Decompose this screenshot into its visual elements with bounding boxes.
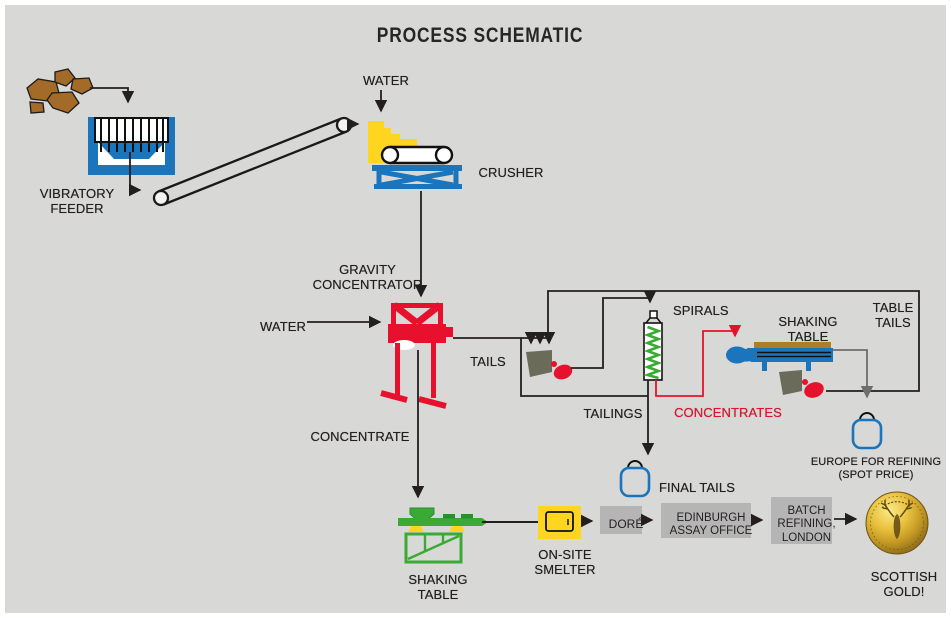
shaking-table-lower-icon [398, 507, 488, 564]
label-water-top: WATER [363, 73, 409, 88]
label-europe-refining: EUROPE FOR REFINING (SPOT PRICE) [810, 456, 942, 481]
label-shaking-table-upper: SHAKING TABLE [778, 314, 838, 345]
label-concentrate: CONCENTRATE [310, 429, 410, 444]
feed-sump-icon [526, 350, 552, 377]
final-tails-bag-icon [619, 460, 651, 498]
feeder-to-conveyor-arrow [128, 152, 142, 197]
table-tails-recycle-line [547, 290, 920, 392]
label-edinburgh-assay-office: EDINBURGH ASSAY OFFICE [669, 512, 753, 538]
sump-feed-arrows [524, 331, 556, 345]
crusher-icon [368, 121, 462, 189]
stag-icon [880, 500, 914, 540]
label-onsite-smelter: ON-SITE SMELTER [534, 547, 596, 578]
label-concentrates: CONCENTRATES [674, 405, 782, 420]
label-gravity-concentrator: GRAVITY CONCENTRATOR [312, 262, 423, 293]
pump-to-spirals-line [571, 297, 650, 369]
label-final-tails: FINAL TAILS [659, 480, 735, 495]
label-vibratory-feeder: VIBRATORY FEEDER [39, 186, 115, 217]
europe-bag-icon [851, 412, 883, 450]
label-spirals: SPIRALS [673, 303, 729, 318]
label-batch-refining-london: BATCH REFINING, LONDON [777, 505, 836, 544]
ore-to-feeder-arrow [90, 87, 135, 104]
page-title: PROCESS SCHEMATIC [376, 24, 584, 47]
diagram-artwork [26, 68, 929, 564]
ore-rocks-icon [26, 68, 94, 114]
label-dore: DORÉ [608, 517, 644, 531]
batch-refining-box [771, 497, 832, 544]
box-chain-arrows [580, 512, 858, 528]
spirals-icon [643, 310, 663, 381]
label-shaking-table-lower: SHAKING TABLE [408, 572, 468, 603]
gold-coin-icon [865, 491, 929, 555]
feed-pump-icon [551, 361, 573, 380]
onsite-smelter-icon [538, 506, 581, 539]
label-tails: TAILS [470, 354, 506, 369]
label-table-tails: TABLE TAILS [872, 300, 914, 331]
edinburgh-box [661, 503, 751, 538]
label-water-left: WATER [260, 319, 306, 334]
dore-box [600, 506, 642, 534]
shaking-table-upper-icon [726, 342, 833, 371]
diagram-canvas: PROCESS SCHEMATIC WATER CRUSHER VIBRATOR… [5, 5, 946, 613]
concentrates-line [655, 330, 735, 397]
vibratory-feeder-icon [88, 117, 175, 175]
label-tailings: TAILINGS [583, 406, 643, 421]
conveyor-icon [152, 116, 353, 207]
table-pump-icon [802, 379, 824, 398]
table-to-europe-line [833, 349, 874, 399]
label-crusher: CRUSHER [478, 165, 544, 180]
table-sump-icon [779, 370, 802, 395]
label-scottish-gold: SCOTTISH GOLD! [870, 569, 938, 600]
gravity-concentrator-icon [380, 302, 453, 409]
